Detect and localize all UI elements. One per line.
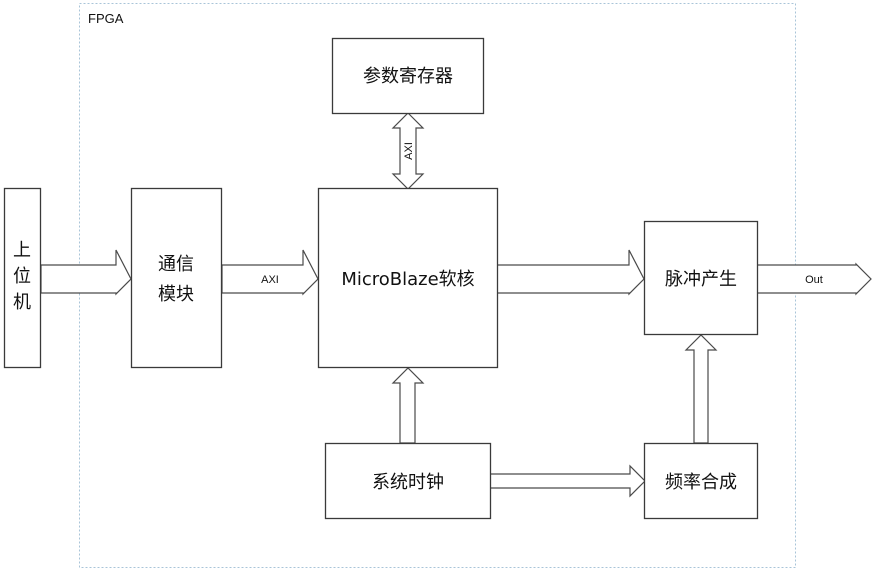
- arrow-microblaze-to-pulse: [496, 249, 645, 296]
- arrow-freqsynth-to-pulse: [684, 334, 718, 444]
- arrow-host-to-comm: [40, 249, 132, 296]
- microblaze-label: MicroBlaze软核: [341, 269, 474, 290]
- freq-synth-label: 频率合成: [665, 472, 737, 493]
- axi-label-param: AXI: [403, 142, 415, 160]
- block-comm-module: 通信 模块: [130, 187, 223, 369]
- out-label: Out: [805, 274, 823, 286]
- arrow-pulse-to-output: [756, 262, 872, 296]
- arrow-clock-to-freqsynth: [489, 464, 646, 498]
- system-clock-label: 系统时钟: [372, 472, 444, 493]
- axi-label-comm: AXI: [261, 274, 279, 286]
- arrow-comm-to-microblaze: [221, 249, 319, 296]
- block-host: 上 位 机: [3, 187, 42, 369]
- param-register-label: 参数寄存器: [363, 66, 453, 87]
- pulse-gen-label: 脉冲产生: [665, 269, 737, 290]
- host-label-line-2: 位: [13, 266, 31, 287]
- comm-label-line-1: 通信: [158, 254, 194, 275]
- fpga-label: FPGA: [88, 11, 124, 26]
- block-pulse-gen: 脉冲产生: [643, 220, 759, 336]
- block-param-register: 参数寄存器: [331, 37, 485, 115]
- arrow-clock-to-microblaze: [391, 367, 425, 444]
- block-system-clock: 系统时钟: [324, 442, 492, 520]
- comm-label-line-2: 模块: [158, 284, 194, 305]
- host-label-line-3: 机: [13, 292, 31, 313]
- host-label-line-1: 上: [13, 240, 31, 261]
- block-microblaze: MicroBlaze软核: [317, 187, 499, 369]
- block-freq-synth: 频率合成: [643, 442, 759, 520]
